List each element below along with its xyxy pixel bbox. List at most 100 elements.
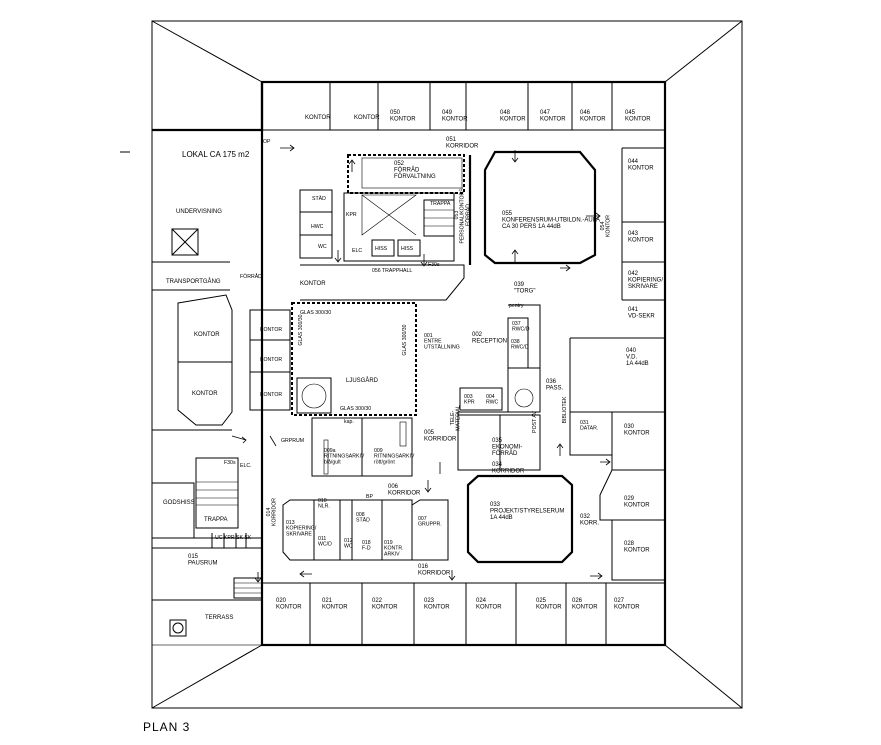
room-label-elc-l: ELC. [240,463,252,469]
room-label-r054: 054KONTOR [600,215,612,237]
top-row-offices [262,82,665,131]
right-column-offices [569,147,665,581]
room-label-trappa-l: TRAPPA [204,517,228,523]
room-label-f30s-l: F30s [224,460,236,466]
room-label-kontor-l2: KONTOR [192,391,218,397]
room-label-glas1: GLAS 300/30 [300,310,331,316]
area-label: LOKAL CA 175 m2 [182,150,250,159]
room-label-godshiss: GODSHISS [163,500,195,506]
room-label-r039: 039"TORG" [514,282,535,295]
bottom-row-offices [262,582,665,645]
room-label-kontor-t2: KONTOR [354,115,380,121]
room-label-kontor-t1: KONTOR [305,115,331,121]
room-label-undervisning: UNDERVISNING [176,209,222,215]
lower-center-rooms [282,499,449,561]
room-label-trappa-t: TRAPPA [430,201,451,207]
lightwell [249,302,417,416]
room-label-glas3: GLAS 300/30 [298,314,304,345]
core-top [299,154,465,301]
room-label-grprum: GRPRUM [281,438,304,444]
room-label-ljusgard: LJUSGÅRD [346,377,379,384]
room-label-strip: UC KPR SK SK [215,535,252,541]
room-label-kontor-c: KONTOR [300,281,326,287]
room-label-elc-t: ELC [352,248,362,254]
plan-title: PLAN 3 [143,720,190,734]
room-label-r014: 014KORRIDOR [266,498,278,526]
room-label-r056: 056 TRAPPHALL [372,268,412,274]
room-label-terrass: TERRASS [205,615,233,621]
room-label-bibliotek: BIBLIOTEK [562,396,568,423]
room-label-hiss1: HISS [375,246,388,252]
room-label-wc-t: WC [318,244,327,250]
room-label-bp: BP [366,494,373,500]
room-label-forrad-t: FÖRRÅD [240,273,262,280]
room-label-stad-t: STÄD [312,195,326,202]
room-label-kontor-i3: KONTOR [260,392,282,398]
room-label-glas4: GLAS 300/30 [402,324,408,355]
flow-arrows [231,144,611,583]
reception-block [457,304,541,471]
room-label-pentry: pentry [509,303,524,309]
room-label-kap: kap. [344,419,354,425]
room-label-kontor-i1: KONTOR [260,327,282,333]
room-label-hiss2: HISS [401,246,414,252]
room-label-post-av: POST AV [532,411,538,433]
room-label-transportgang: TRANSPORTGÅNG [166,278,221,285]
room-label-r053: 053PERSONAL/KONTORS-FÖRRÅD [454,186,471,243]
conference-room [468,150,597,265]
room-label-kpr-t: KPR [346,212,357,218]
room-label-kontor-l1: KONTOR [194,332,220,338]
op-label: OP [263,139,271,145]
left-wing [151,228,263,646]
board-room [466,474,574,564]
